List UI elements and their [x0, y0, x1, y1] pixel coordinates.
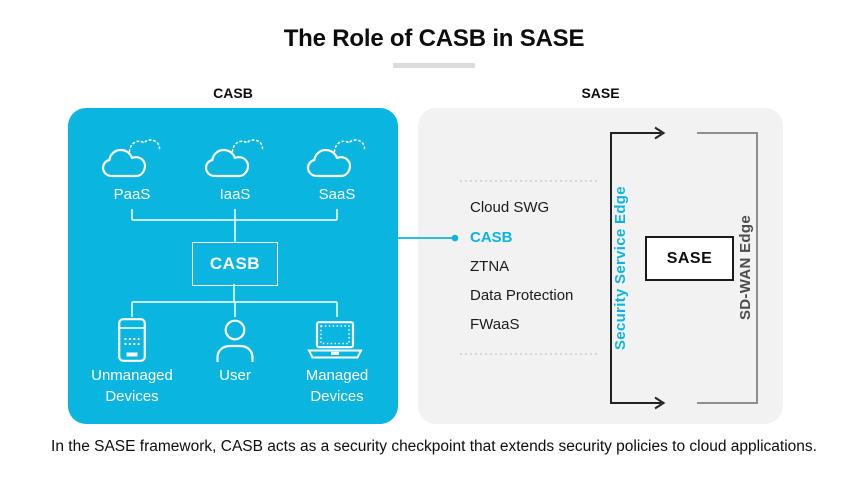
service-item-data-protection: Data Protection	[470, 287, 574, 304]
title-underline-bar	[393, 63, 475, 68]
laptop-icon	[307, 321, 363, 359]
user-icon	[216, 319, 254, 362]
cloud-icon	[204, 139, 264, 178]
sdwan-bracket	[697, 132, 758, 404]
arrow-right-icon	[654, 396, 666, 410]
service-item-casb: CASB	[470, 229, 513, 246]
cloud-label-saas: SaaS	[318, 186, 356, 203]
sase-panel-diagram-lines	[460, 126, 758, 410]
sase-panel: Cloud SWG CASB ZTNA Data Protection FWaa…	[418, 108, 783, 424]
smartphone-icon	[118, 318, 146, 362]
endpoint-label-user: User	[219, 367, 251, 384]
page-title: The Role of CASB in SASE	[283, 25, 585, 52]
caption: In the SASE framework, CASB acts as a se…	[51, 438, 817, 455]
service-item-ztna: ZTNA	[470, 258, 510, 275]
casb-panel-diagram-lines	[101, 139, 366, 362]
cloud-label-iaas: IaaS	[219, 186, 251, 203]
sase-panel-header: SASE	[581, 85, 620, 101]
cloud-icon	[101, 139, 161, 178]
service-item-cloud-swg: Cloud SWG	[470, 199, 550, 216]
casb-connector-line	[394, 234, 459, 242]
arrow-right-icon	[654, 126, 666, 140]
sse-bracket	[610, 126, 666, 410]
casb-panel-header: CASB	[213, 85, 253, 101]
casb-hub-box: CASB	[192, 242, 278, 286]
endpoint-label-unmanaged-devices: Unmanaged Devices	[91, 367, 173, 405]
casb-panel: PaaS IaaS SaaS CASB Unmanaged Devices Us…	[68, 108, 398, 424]
sase-box: SASE	[645, 236, 734, 281]
endpoint-label-managed-devices: Managed Devices	[305, 367, 369, 405]
sd-wan-edge-label: SD-WAN Edge	[737, 215, 754, 321]
security-service-edge-label: Security Service Edge	[612, 186, 629, 350]
cloud-label-paas: PaaS	[113, 186, 151, 203]
service-item-fwaas: FWaaS	[470, 316, 520, 333]
cloud-icon	[306, 139, 366, 178]
connector-dot	[451, 234, 459, 242]
